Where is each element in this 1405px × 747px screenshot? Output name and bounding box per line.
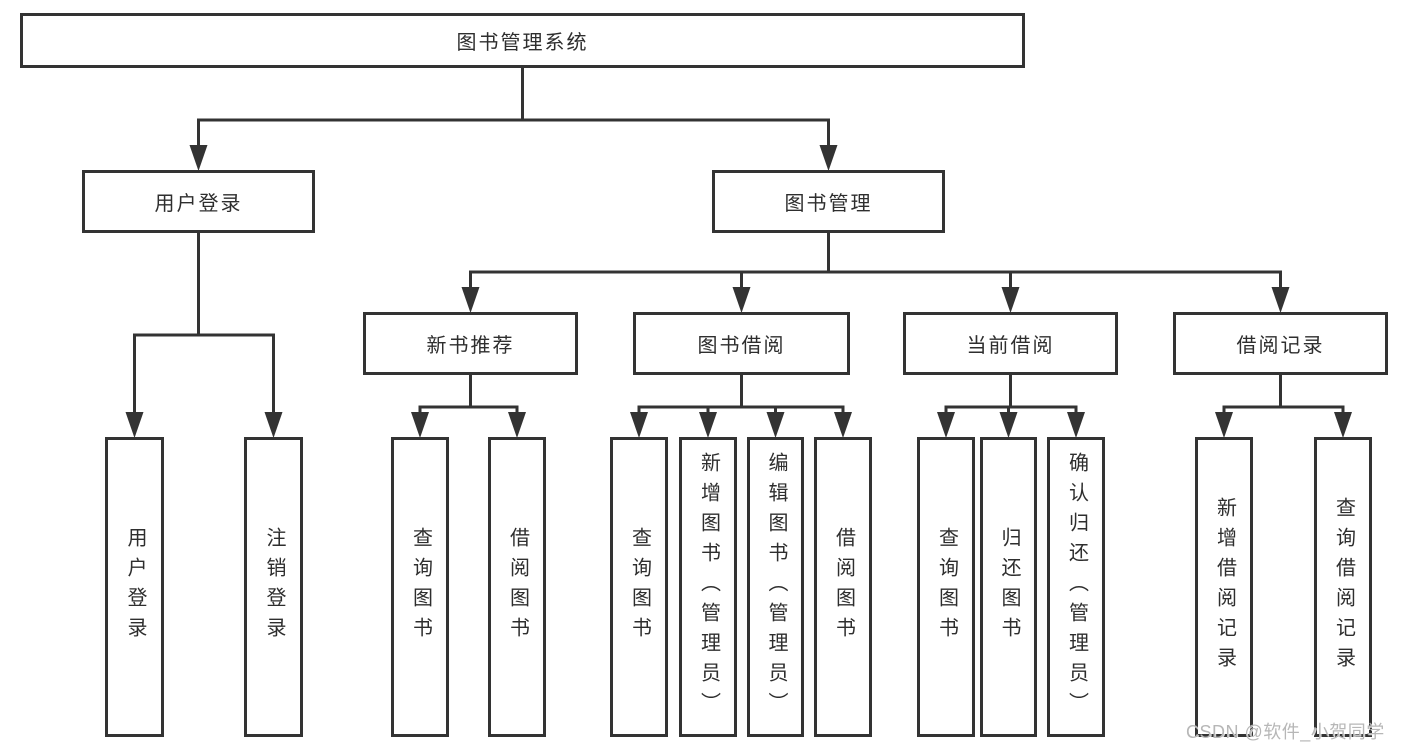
node-label: 确认归还（管理员）: [1065, 452, 1088, 722]
node-l_bb_add: 新增图书（管理员）: [679, 437, 737, 737]
arrowhead-icon: [819, 145, 838, 171]
node-label: 查询图书: [935, 527, 958, 647]
watermark: CSDN @软件_小贺同学: [1186, 722, 1385, 742]
arrowhead-icon: [508, 412, 526, 438]
arrowhead-icon: [699, 412, 717, 438]
node-label: 编辑图书（管理员）: [765, 452, 787, 722]
node-label: 图书管理系统: [456, 32, 589, 54]
node-l_nr_borrow: 借阅图书: [488, 437, 546, 737]
node-new_rec: 新书推荐: [363, 312, 578, 375]
node-label: 新增借阅记录: [1213, 497, 1236, 677]
node-record: 借阅记录: [1173, 312, 1388, 375]
node-l_nr_query: 查询图书: [391, 437, 449, 737]
arrowhead-icon: [1001, 287, 1020, 313]
node-root: 图书管理系统: [20, 13, 1025, 68]
arrowhead-icon: [937, 412, 955, 438]
node-label: 借阅图书: [832, 527, 855, 647]
arrowhead-icon: [1067, 412, 1085, 438]
arrowhead-icon: [834, 412, 852, 438]
node-l_logout: 注销登录: [244, 437, 303, 737]
node-label: 查询图书: [409, 527, 432, 647]
arrowhead-icon: [411, 412, 429, 438]
node-user_login: 用户登录: [82, 170, 315, 233]
arrowhead-icon: [999, 412, 1018, 438]
arrowhead-icon: [264, 412, 283, 438]
node-borrow: 图书借阅: [633, 312, 850, 375]
node-l_br_add: 新增借阅记录: [1195, 437, 1253, 737]
node-label: 借阅图书: [506, 527, 529, 647]
node-l_cb_return: 归还图书: [980, 437, 1037, 737]
arrowhead-icon: [732, 287, 751, 313]
node-label: 归还图书: [998, 527, 1020, 647]
arrowhead-icon: [766, 412, 785, 438]
node-book_mgmt: 图书管理: [712, 170, 945, 233]
node-label: 当前借阅: [966, 335, 1055, 357]
arrowhead-icon: [461, 287, 480, 313]
node-l_bb_borrow: 借阅图书: [814, 437, 872, 737]
node-l_bb_edit: 编辑图书（管理员）: [747, 437, 804, 737]
arrowhead-icon: [1334, 412, 1352, 438]
node-label: 新增图书（管理员）: [697, 452, 720, 722]
node-label: 图书借阅: [697, 335, 786, 357]
arrowhead-icon: [189, 145, 208, 171]
arrowhead-icon: [630, 412, 648, 438]
node-label: 用户登录: [124, 527, 146, 647]
node-label: 新书推荐: [426, 335, 515, 357]
node-label: 注销登录: [263, 527, 285, 647]
arrowhead-icon: [125, 412, 144, 438]
node-label: 用户登录: [154, 193, 243, 215]
arrowhead-icon: [1271, 287, 1290, 313]
node-l_bb_query: 查询图书: [610, 437, 668, 737]
arrowhead-icon: [1215, 412, 1233, 438]
node-label: 借阅记录: [1236, 335, 1325, 357]
node-label: 查询借阅记录: [1332, 497, 1355, 677]
node-label: 图书管理: [784, 193, 873, 215]
node-l_br_query: 查询借阅记录: [1314, 437, 1372, 737]
node-l_user_login: 用户登录: [105, 437, 164, 737]
node-label: 查询图书: [628, 527, 651, 647]
node-l_cb_confirm: 确认归还（管理员）: [1047, 437, 1105, 737]
node-current: 当前借阅: [903, 312, 1118, 375]
node-l_cb_query: 查询图书: [917, 437, 975, 737]
